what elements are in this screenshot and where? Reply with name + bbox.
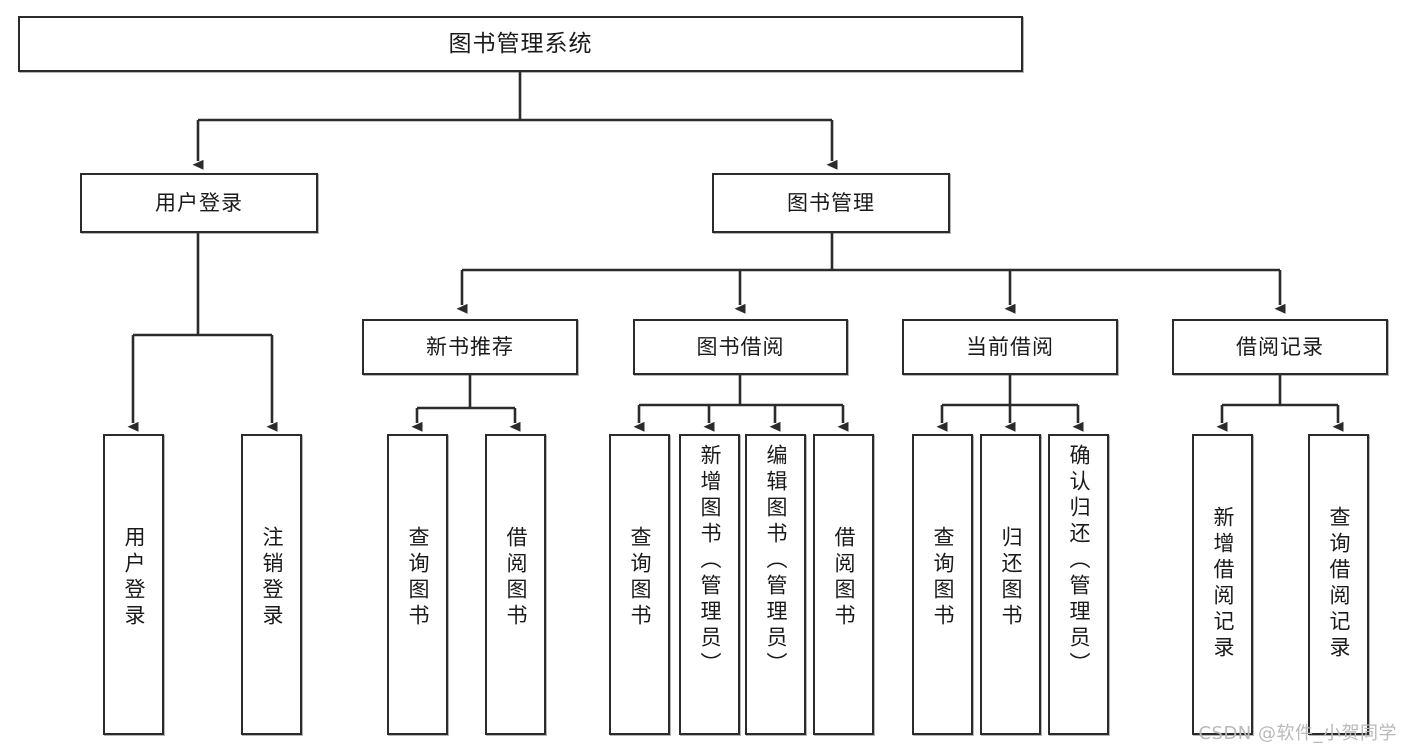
node-label: 借阅图书 bbox=[504, 526, 528, 630]
leaf-user-login[interactable]: 用户登录 bbox=[103, 434, 164, 735]
csdn-watermark: CSDN @软件_小贺同学 bbox=[1198, 723, 1397, 744]
leaf-confirm-return-admin[interactable]: 确认归还（管理员） bbox=[1048, 434, 1109, 735]
node-label: 查询借阅记录 bbox=[1327, 506, 1351, 662]
node-book-borrow[interactable]: 图书借阅 bbox=[633, 319, 848, 375]
node-label: 用户登录 bbox=[155, 190, 243, 215]
node-borrow-record[interactable]: 借阅记录 bbox=[1172, 319, 1388, 375]
node-root-system[interactable]: 图书管理系统 bbox=[18, 16, 1023, 72]
leaf-query-book[interactable]: 查询图书 bbox=[609, 434, 670, 735]
node-label: 新书推荐 bbox=[426, 334, 514, 359]
node-label: 当前借阅 bbox=[966, 334, 1054, 359]
node-label: 归还图书 bbox=[999, 526, 1023, 630]
leaf-edit-book-admin[interactable]: 编辑图书（管理员） bbox=[745, 434, 806, 735]
node-current-borrow[interactable]: 当前借阅 bbox=[902, 319, 1118, 375]
leaf-logout[interactable]: 注销登录 bbox=[241, 434, 302, 735]
node-label: 图书管理系统 bbox=[448, 30, 593, 57]
node-label: 图书管理 bbox=[787, 190, 875, 215]
node-user-login[interactable]: 用户登录 bbox=[80, 173, 318, 233]
node-label: 借阅图书 bbox=[832, 526, 856, 630]
leaf-borrow-book-recommend[interactable]: 借阅图书 bbox=[485, 434, 546, 735]
leaf-borrow-book[interactable]: 借阅图书 bbox=[813, 434, 874, 735]
node-label: 确认归还（管理员） bbox=[1067, 444, 1091, 678]
node-label: 新增图书（管理员） bbox=[698, 444, 722, 678]
leaf-query-book-recommend[interactable]: 查询图书 bbox=[387, 434, 448, 735]
node-label: 借阅记录 bbox=[1236, 334, 1324, 359]
node-label: 图书借阅 bbox=[696, 334, 785, 359]
node-book-management[interactable]: 图书管理 bbox=[712, 173, 950, 233]
node-label: 用户登录 bbox=[122, 526, 146, 630]
node-label: 查询图书 bbox=[406, 526, 430, 630]
leaf-add-borrow-record[interactable]: 新增借阅记录 bbox=[1192, 434, 1253, 735]
leaf-query-borrow-record[interactable]: 查询借阅记录 bbox=[1308, 434, 1369, 735]
node-label: 注销登录 bbox=[260, 526, 284, 630]
node-label: 新增借阅记录 bbox=[1211, 506, 1235, 662]
node-label: 编辑图书（管理员） bbox=[764, 444, 788, 678]
node-label: 查询图书 bbox=[628, 526, 652, 630]
leaf-return-book[interactable]: 归还图书 bbox=[980, 434, 1041, 735]
leaf-query-book-current[interactable]: 查询图书 bbox=[912, 434, 973, 735]
node-label: 查询图书 bbox=[931, 526, 955, 630]
node-new-book-recommend[interactable]: 新书推荐 bbox=[362, 319, 578, 375]
leaf-add-book-admin[interactable]: 新增图书（管理员） bbox=[679, 434, 740, 735]
